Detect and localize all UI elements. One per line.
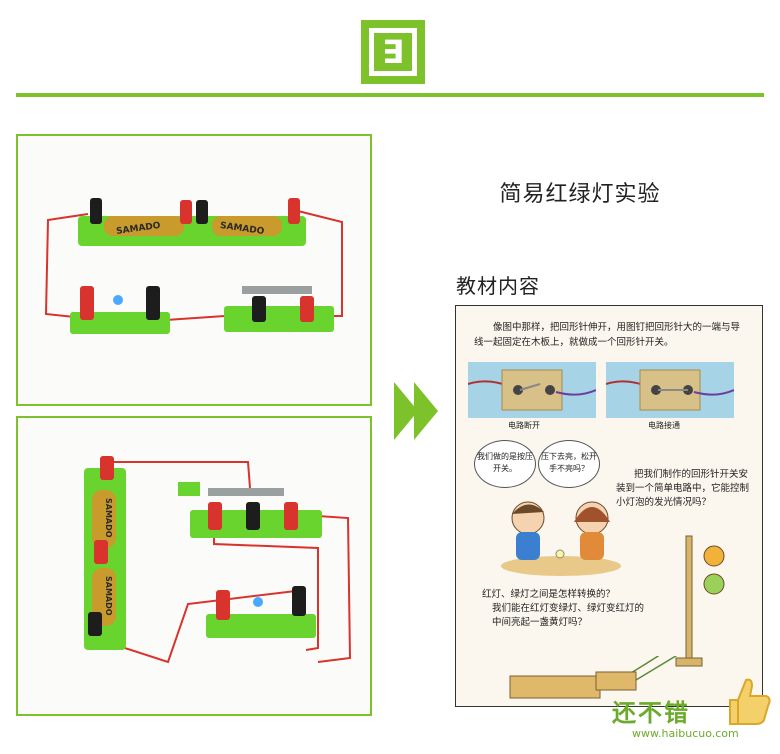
textbook-question-2: 我们能在红灯变绿灯、绿灯变红灯的中间亮起一盏黄灯吗？	[492, 603, 645, 628]
watermark-text: 还不错	[612, 699, 690, 727]
speech-bubble-2: 压下去亮，松开手不亮吗？	[538, 440, 600, 488]
circuit-photo-top: SAMADO SAMADO	[16, 134, 372, 406]
paperclip-switch-closed-photo	[606, 362, 734, 418]
paperclip-switch-open-photo	[468, 362, 596, 418]
textbook-paragraph-3: 红灯、绿灯之间是怎样转换的？ 我们能在红灯变绿灯、绿灯变红灯的中间亮起一盏黄灯吗…	[482, 588, 652, 630]
header-divider	[16, 93, 764, 97]
svg-text:SAMADO: SAMADO	[104, 498, 113, 538]
textbook-paragraph-2: 把我们制作的回形针开关安装到一个简单电路中，它能控制小灯泡的发光情况吗？	[616, 469, 750, 508]
content-heading: 教材内容	[456, 274, 540, 298]
children-illustration	[501, 501, 621, 576]
circuit-photo-bottom: SAMADO SAMADO	[16, 416, 372, 716]
switch-board-illustration	[509, 656, 678, 699]
speech-bubble-1: 我们做的是按压开关。	[474, 440, 536, 488]
next-arrow-icon	[394, 382, 438, 440]
svg-text:SAMADO: SAMADO	[104, 576, 113, 616]
badge-glyph: ∃	[374, 33, 412, 71]
traffic-light-illustration	[675, 535, 725, 667]
caption-circuit-open: 电路断开	[508, 421, 540, 430]
textbook-page: 像图中那样，把回形针伸开，用图钉把回形针大的一端与导线一起固定在木板上，就做成一…	[455, 305, 763, 707]
caption-circuit-closed: 电路接通	[648, 421, 680, 430]
textbook-question-1: 红灯、绿灯之间是怎样转换的？	[482, 589, 616, 600]
thumbs-up-icon	[729, 678, 771, 725]
watermark-url: www.haibucuo.com	[632, 727, 739, 740]
textbook-paragraph-1: 像图中那样，把回形针伸开，用图钉把回形针大的一端与导线一起固定在木板上，就做成一…	[474, 322, 741, 348]
experiment-title: 简易红绿灯实验	[499, 182, 661, 207]
section-badge: ∃	[361, 20, 425, 84]
